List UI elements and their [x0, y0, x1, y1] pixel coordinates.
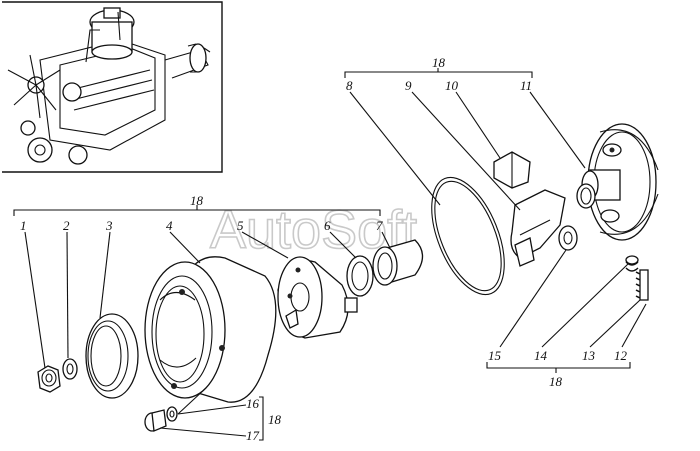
- group-label-left: 18: [190, 193, 204, 208]
- part-4-housing: [144, 256, 277, 403]
- group-label-bottom-right: 18: [549, 374, 563, 389]
- part-1-nut: [37, 365, 61, 393]
- part-15-washer: [558, 225, 578, 251]
- engine-sketch-icon: [7, 7, 211, 165]
- callout-8: 8: [346, 78, 353, 93]
- callout-11: 11: [520, 78, 532, 93]
- part-3-seal-ring: [85, 313, 139, 399]
- part-11-pulley: [581, 123, 659, 241]
- group-label-top-right: 18: [432, 55, 446, 70]
- part-16-washer: [166, 406, 178, 422]
- fan-icon: [7, 54, 61, 119]
- callout-1: 1: [20, 218, 27, 233]
- part-7-sleeve: [372, 239, 424, 286]
- callout-13: 13: [582, 348, 596, 363]
- gear-icon: [187, 43, 211, 73]
- part-11-ring: [576, 183, 596, 209]
- callout-12: 12: [614, 348, 628, 363]
- callout-labels: 18 8 9 10 11 18 1 2 3 4 5 6 7 15 14 13 1…: [20, 55, 628, 443]
- callout-17: 17: [246, 428, 260, 443]
- callout-10: 10: [445, 78, 459, 93]
- callout-2: 2: [63, 218, 70, 233]
- callout-14: 14: [534, 348, 548, 363]
- part-5-hub-flange: [277, 256, 358, 339]
- part-17-plug: [144, 409, 167, 432]
- callout-9: 9: [405, 78, 412, 93]
- callout-5: 5: [237, 218, 244, 233]
- callout-6: 6: [324, 218, 331, 233]
- callout-15: 15: [488, 348, 502, 363]
- callout-4: 4: [166, 218, 173, 233]
- engine-inset: [2, 1, 223, 173]
- part-10-cam-block: [493, 151, 531, 189]
- callout-16: 16: [246, 396, 260, 411]
- callout-3: 3: [105, 218, 113, 233]
- part-8-o-ring: [431, 176, 505, 296]
- callout-7: 7: [376, 218, 383, 233]
- leader-lines: [13, 68, 647, 441]
- part-2-washer: [62, 358, 78, 380]
- part-6-bearing: [346, 255, 374, 297]
- part-9-cam-block: [510, 189, 566, 267]
- group-label-bottom-bracket: 18: [268, 412, 282, 427]
- part-14-spring: [625, 255, 639, 272]
- part-12-pin: [639, 269, 649, 301]
